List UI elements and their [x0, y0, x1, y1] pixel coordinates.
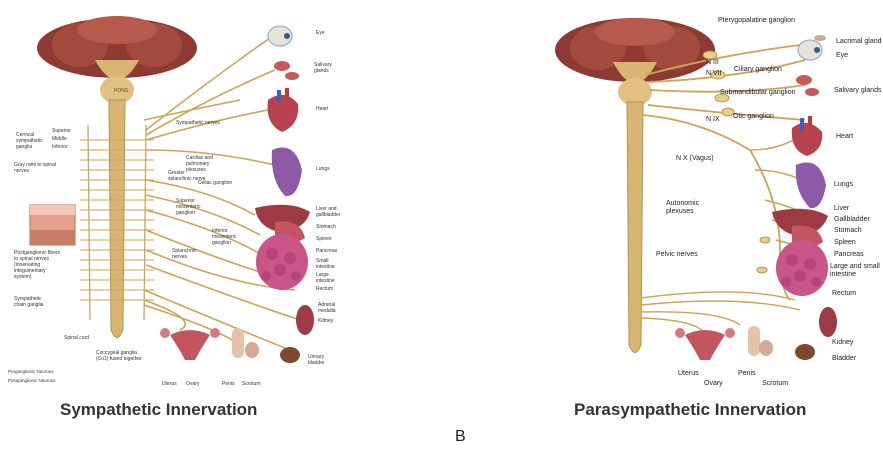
sym-organ-label: Large intestine — [316, 272, 346, 284]
para-top-label: Otic ganglion — [733, 113, 774, 121]
para-organ-label: Lungs — [834, 181, 853, 189]
para-organ-label: Large and small intestine — [830, 263, 882, 279]
sym-left-label: Gray rami to spinal nerves — [14, 162, 56, 174]
para-organ-label: Eye — [836, 52, 848, 60]
sympathetic-caption: Sympathetic Innervation — [60, 400, 257, 420]
spinal-cord — [109, 100, 125, 338]
sym-left-label: Coccygeal ganglia (Co1) fused together — [96, 350, 146, 362]
sym-organ-label: Liver and gallbladder — [316, 206, 350, 218]
sym-organ-label: Urinary bladder — [308, 354, 338, 366]
para-organ-label: Rectum — [832, 290, 856, 298]
para-organ-label: Pancreas — [834, 251, 864, 259]
sym-left-label: Postganglionic fibers to spinal nerves (… — [14, 250, 64, 280]
para-organ-label: Stomach — [834, 227, 862, 235]
kidney-organ — [296, 305, 314, 335]
sym-left-label: Spinal cord — [64, 335, 89, 341]
para-nerve-label: N X (Vagus) — [676, 155, 714, 163]
genital-organ — [748, 326, 773, 356]
sym-left-label: Inferior — [52, 144, 68, 150]
sym-inner-label: Celiac ganglion — [198, 180, 232, 186]
para-organ-label: Liver — [834, 205, 849, 213]
uterus-organ — [675, 328, 735, 360]
spinal-cord — [627, 102, 643, 353]
sym-organ-label: Spleen — [316, 236, 332, 242]
para-nerve-label: Pelvic nerves — [656, 251, 698, 259]
heart-organ — [792, 116, 822, 156]
brain-illustration — [555, 18, 715, 106]
para-bottom-label: Ovary — [704, 380, 723, 388]
para-nerve-label: Autonomic plexuses — [666, 200, 716, 216]
sym-organ-label: Heart — [316, 106, 328, 112]
eye-organ — [268, 26, 292, 46]
sym-organ-label: Stomach — [316, 224, 336, 230]
para-organ-label: Bladder — [832, 355, 856, 363]
skin-inset — [30, 205, 75, 245]
sym-organ-label: Kidney — [318, 318, 333, 324]
para-bottom-label: Uterus — [678, 370, 699, 378]
lacrimal-organ — [814, 35, 826, 41]
sym-inner-label: Splanchnic nerves — [172, 248, 202, 260]
bladder-organ — [795, 344, 815, 360]
sym-left-label: Sympathetic chain ganglia — [14, 296, 54, 308]
pelvic-nerves — [641, 292, 800, 335]
sym-inner-label: Inferior mesenteric ganglion — [212, 228, 252, 246]
para-organ-label: Spleen — [834, 239, 856, 247]
para-bottom-label: Penis — [738, 370, 756, 378]
sym-organ-label: Rectum — [316, 286, 333, 292]
kidney-organ — [819, 307, 837, 337]
para-top-label: Ciliary ganglion — [734, 66, 782, 74]
sym-bottom-label: Uterus — [162, 381, 177, 387]
heart-organ — [268, 88, 299, 132]
legend-preganglionic: Preganglionic Neurons — [8, 369, 54, 374]
sym-organ-label: Small intestine — [316, 258, 346, 270]
lung-organ — [796, 163, 826, 209]
para-top-label: Submandibular ganglion — [720, 89, 796, 97]
sym-inner-label: Sympathetic nerves — [176, 120, 220, 126]
sym-organ-label: Pancreas — [316, 248, 337, 254]
sym-bottom-label: Ovary — [186, 381, 199, 387]
sym-left-label: Cervical sympathetic ganglia — [16, 132, 48, 150]
lung-organ — [272, 148, 302, 197]
figure-letter: B — [455, 428, 466, 446]
sympathetic-nerves — [144, 38, 300, 350]
para-organ-label: Kidney — [832, 339, 853, 347]
bladder-organ — [280, 347, 300, 363]
para-top-label: Pterygopalatine ganglion — [718, 17, 795, 25]
sym-organ-label: Adrenal medulla — [318, 302, 348, 314]
sym-left-label: Superior — [52, 128, 71, 134]
para-nerve-label: N III — [706, 59, 719, 67]
sym-organ-label: Salivary glands — [314, 62, 342, 74]
sym-organ-label: Lungs — [316, 166, 330, 172]
sym-left-label: Middle — [52, 136, 67, 142]
para-nerve-label: N VII — [706, 70, 722, 78]
para-bottom-label: Scrotum — [762, 380, 788, 388]
pons-label: PONS — [114, 88, 128, 94]
para-organ-label: Heart — [836, 133, 853, 141]
sym-organ-label: Eye — [316, 30, 325, 36]
intestine-organ — [776, 240, 828, 296]
parasympathetic-caption: Parasympathetic Innervation — [574, 400, 806, 420]
uterus-organ — [160, 328, 220, 360]
para-organ-label: Gallbladder — [834, 216, 870, 224]
para-organ-label: Salivary glands — [834, 87, 881, 95]
intestine-organ — [256, 234, 308, 290]
para-organ-label: Lacrimal gland — [836, 38, 882, 46]
para-nerve-label: N IX — [706, 116, 720, 124]
sym-inner-label: Superior mesenteric ganglion — [176, 198, 216, 216]
eye-organ — [798, 40, 822, 60]
legend-postganglionic: Postganglionic Neurons — [8, 378, 56, 383]
sym-bottom-label: Scrotum — [242, 381, 261, 387]
sym-bottom-label: Penis — [222, 381, 235, 387]
salivary-organ — [274, 61, 299, 80]
